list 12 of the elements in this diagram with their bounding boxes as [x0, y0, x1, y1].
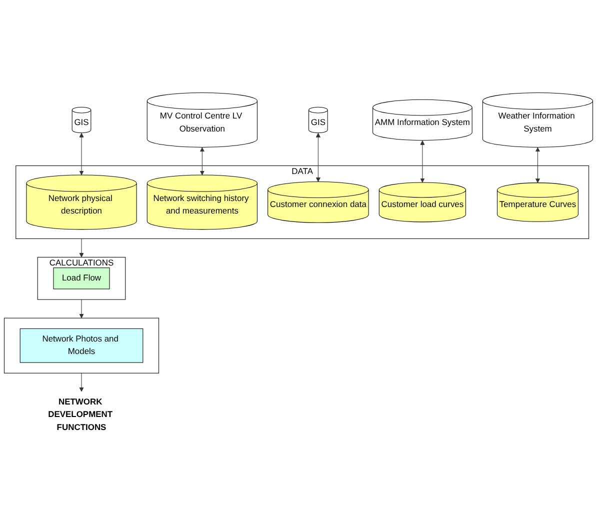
- arrow: [420, 140, 425, 183]
- node-box: Network Photos and Models: [20, 328, 144, 363]
- arrow: [200, 147, 205, 176]
- arrow: [316, 132, 321, 182]
- arrow: [79, 238, 84, 258]
- arrow: [79, 132, 84, 176]
- cluster: [4, 318, 160, 374]
- arrow: [79, 299, 84, 318]
- node-box: Load Flow: [53, 268, 110, 290]
- node-text: NETWORK DEVELOPMENT FUNCTIONS: [48, 397, 113, 432]
- arrow: [79, 372, 84, 392]
- arrow: [535, 147, 540, 184]
